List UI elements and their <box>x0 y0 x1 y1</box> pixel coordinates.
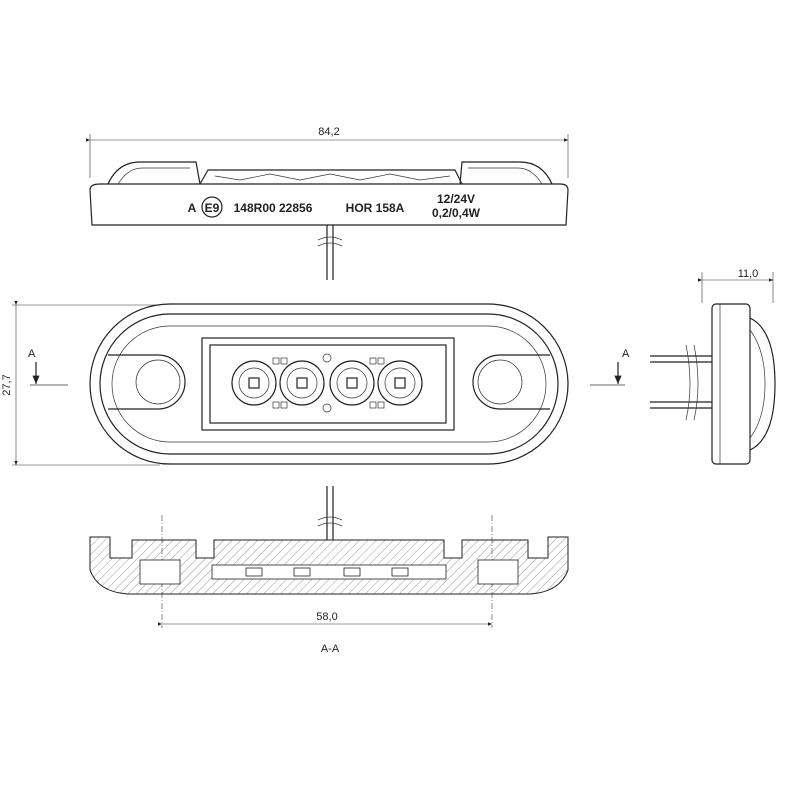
side-view: 11,0 <box>650 268 776 465</box>
led-4 <box>377 360 423 406</box>
voltage-text: 12/24V <box>437 192 475 206</box>
section-label: A-A <box>321 643 340 655</box>
led-1 <box>231 360 277 406</box>
product-code-text: HOR 158A <box>346 201 405 215</box>
overall-length-dimension: 84,2 <box>318 126 339 138</box>
approval-class-text: A <box>188 201 197 215</box>
height-dimension: 27,7 <box>1 374 13 395</box>
section-arrow-left-label: A <box>28 348 36 360</box>
section-arrow-right-label: A <box>622 348 630 360</box>
led-2 <box>279 360 325 406</box>
e-mark-text: E9 <box>205 201 220 215</box>
led-3 <box>329 360 375 406</box>
power-text: 0,2/0,4W <box>432 206 481 220</box>
section-view: 58,0 A-A <box>89 486 569 655</box>
e-mark-circle <box>201 196 223 218</box>
front-view: 27,7 A <box>1 300 630 466</box>
hole-spacing-dimension: 58,0 <box>316 611 337 623</box>
depth-dimension: 11,0 <box>738 268 759 280</box>
approval-number-text: 148R00 22856 <box>234 201 313 215</box>
top-view: 84,2 A E9 148R00 22856 HOR 158A 12/24V 0… <box>85 126 569 280</box>
